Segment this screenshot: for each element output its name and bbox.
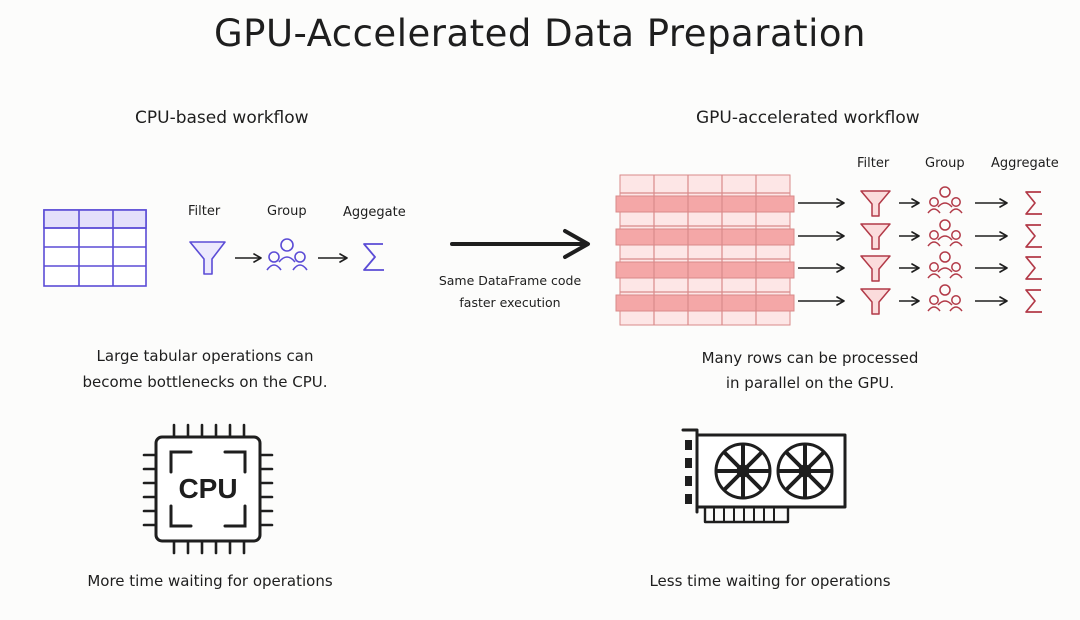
gpu-caption-line-2: in parallel on the GPU.	[725, 374, 895, 392]
cpu-table-icon	[43, 209, 147, 287]
cpu-heading: CPU-based workflow	[135, 108, 309, 128]
gpu-pipeline-row-2	[798, 219, 1042, 250]
page-title: GPU-Accelerated Data Preparation	[213, 12, 866, 55]
transition-arrow	[450, 229, 590, 259]
gpu-heading: GPU-accelerated workflow	[696, 108, 920, 128]
gpu-pipeline-row-4	[798, 284, 1042, 315]
cpu-group-icon	[266, 238, 308, 271]
cpu-step-filter-label: Filter	[188, 204, 221, 219]
gpu-pipeline-row-1	[798, 186, 1042, 217]
gpu-fan-right-icon	[776, 442, 834, 500]
gpu-card-icon	[681, 428, 847, 524]
gpu-sigma-icon	[1025, 256, 1042, 280]
gpu-sigma-icon	[1025, 289, 1042, 313]
gpu-group-icon	[927, 251, 963, 279]
cpu-step-aggregate-label: Aggegate	[343, 205, 406, 220]
cpu-filter-icon	[189, 241, 226, 275]
gpu-filter-icon	[860, 255, 891, 282]
gpu-filter-icon	[860, 190, 891, 217]
gpu-filter-icon	[860, 223, 891, 250]
cpu-caption-line-1: Large tabular operations can	[96, 347, 314, 365]
gpu-group-icon	[927, 219, 963, 247]
cpu-footer: More time waiting for operations	[87, 572, 333, 590]
gpu-group-icon	[927, 186, 963, 214]
gpu-step-aggregate-label: Aggregate	[991, 156, 1059, 171]
cpu-caption-line-2: become bottlenecks on the CPU.	[82, 373, 328, 391]
transition-caption-line-2: faster execution	[459, 295, 561, 310]
cpu-chip-label: CPU	[178, 473, 237, 504]
cpu-step-group-label: Group	[267, 204, 307, 219]
transition-caption-line-1: Same DataFrame code	[438, 273, 582, 288]
gpu-fan-left-icon	[714, 442, 772, 500]
cpu-sigma-icon	[363, 243, 384, 271]
gpu-table-icon	[615, 174, 795, 326]
gpu-sigma-icon	[1025, 191, 1042, 215]
cpu-chip-icon	[142, 423, 274, 555]
gpu-footer: Less time waiting for operations	[649, 572, 891, 590]
gpu-filter-icon	[860, 288, 891, 315]
gpu-sigma-icon	[1025, 224, 1042, 248]
gpu-caption-line-1: Many rows can be processed	[701, 349, 919, 367]
gpu-step-group-label: Group	[925, 156, 965, 171]
gpu-parallel-rows	[615, 195, 795, 312]
gpu-step-filter-label: Filter	[857, 156, 890, 171]
gpu-group-icon	[927, 284, 963, 312]
gpu-pipeline-row-3	[798, 251, 1042, 282]
